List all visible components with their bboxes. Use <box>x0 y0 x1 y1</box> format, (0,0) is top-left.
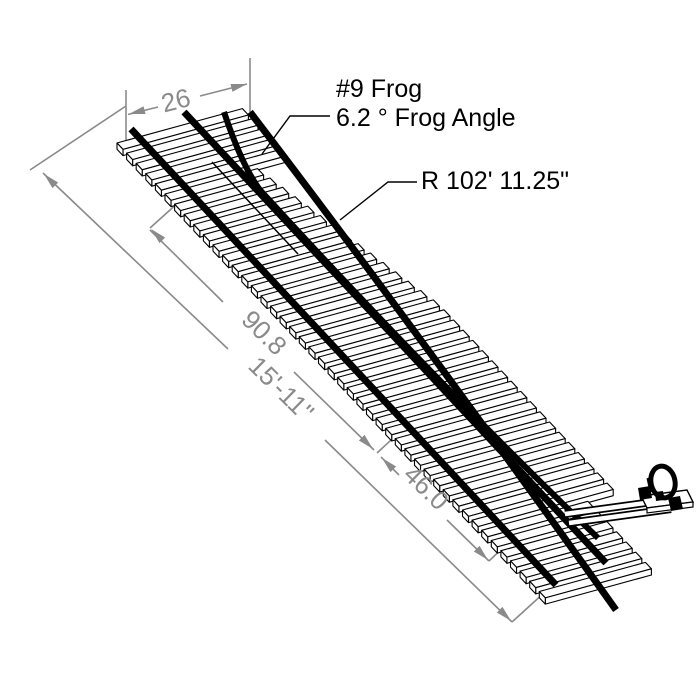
dim-arrowhead <box>358 434 373 449</box>
tie <box>154 183 162 197</box>
tie <box>298 336 306 350</box>
straight-stock-rail <box>128 126 559 588</box>
tie <box>500 550 508 564</box>
dim-arrowhead <box>382 458 397 473</box>
tie <box>317 356 326 371</box>
tie <box>490 539 498 554</box>
dim-arrowhead <box>44 174 59 189</box>
dim-arrowhead <box>230 83 247 92</box>
tie <box>404 448 412 462</box>
tie <box>135 162 143 177</box>
tie <box>308 346 316 361</box>
tie <box>394 438 402 452</box>
tie <box>423 468 431 483</box>
tie <box>289 325 297 340</box>
tie <box>375 417 383 432</box>
dim-arrowhead <box>129 106 146 115</box>
tie <box>337 376 345 391</box>
frog-angle-label: 6.2 ° Frog Angle <box>336 104 516 132</box>
diverging-closure-rail <box>221 111 601 541</box>
rails <box>128 109 619 613</box>
dim-arrowhead <box>496 606 511 621</box>
tie <box>193 223 201 238</box>
tie <box>461 509 470 524</box>
leader-line-frog <box>261 115 330 155</box>
frog-flangeway-line <box>211 161 299 255</box>
dim-15-11-label: 15'-11" <box>243 350 320 427</box>
tie <box>174 203 182 218</box>
tie <box>442 489 450 503</box>
stand-hardware <box>638 486 652 500</box>
frog-label: #9 Frog <box>336 75 422 103</box>
tie <box>183 213 191 228</box>
overall-ext-line <box>29 105 127 171</box>
radius-label: R 102' 11.25" <box>421 167 569 195</box>
tie <box>481 529 489 544</box>
dim-overall-line <box>42 172 229 350</box>
tie <box>116 142 124 157</box>
tie <box>145 173 153 187</box>
tie <box>222 254 230 269</box>
tie <box>433 478 441 493</box>
leader-lines <box>261 115 417 221</box>
tie <box>126 152 134 167</box>
tie <box>471 519 479 534</box>
leader-line-radius <box>339 181 417 221</box>
tie <box>202 234 210 248</box>
stand-hardware <box>668 496 683 511</box>
stand-ring <box>648 463 678 501</box>
dimension-arrowheads <box>44 83 511 621</box>
tie <box>279 315 287 330</box>
dim-closure-line <box>293 371 375 451</box>
tie <box>260 295 268 310</box>
tie <box>356 397 364 411</box>
dim-arrowhead <box>473 545 488 560</box>
tie <box>519 570 527 585</box>
tie <box>212 244 220 259</box>
tie <box>365 407 374 422</box>
tie <box>327 366 335 381</box>
tie <box>529 580 537 595</box>
tie <box>346 387 354 401</box>
dim-arrowhead <box>151 229 166 244</box>
tie <box>385 427 393 442</box>
ground-throw-stand <box>564 463 695 527</box>
tie <box>250 285 258 299</box>
tie <box>241 274 249 289</box>
tie <box>452 499 460 513</box>
tie <box>231 264 239 279</box>
tie <box>509 560 518 575</box>
tie <box>270 305 278 320</box>
tie <box>538 590 546 605</box>
tie <box>413 458 422 473</box>
dim-overall-line <box>324 439 513 623</box>
curved-stock-rail <box>247 109 619 613</box>
tie <box>164 193 172 208</box>
dim-closure-line <box>149 229 224 303</box>
